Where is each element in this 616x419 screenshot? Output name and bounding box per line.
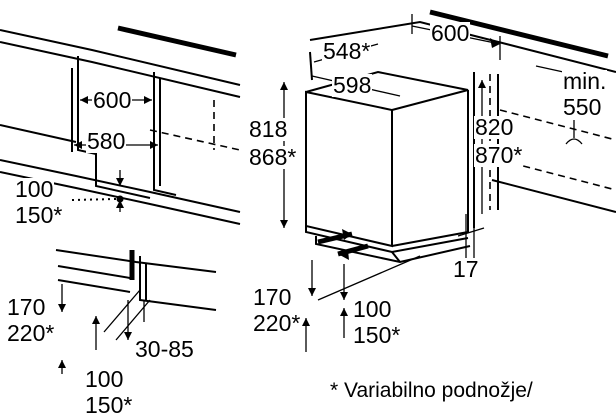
plinth-profile [139, 256, 217, 311]
arrowhead [342, 229, 352, 240]
label-plinth-height: 100 [14, 176, 55, 202]
label-min-value: 550 [562, 94, 603, 120]
niche-right-wall [153, 72, 177, 196]
arrowhead [478, 80, 486, 88]
cabinet-line [0, 124, 77, 143]
footnote-text: * Variabilno podnožje/ [330, 379, 533, 402]
leader-line [317, 255, 421, 301]
arrowhead [124, 332, 132, 340]
leader-line [103, 289, 141, 333]
worktop-edge [117, 25, 237, 58]
arrowhead [58, 304, 66, 312]
reference-point [116, 195, 124, 203]
label-min: min. [562, 68, 608, 94]
arrowhead [302, 318, 310, 326]
niche-hidden-line [499, 109, 616, 141]
countertop-line-lower [0, 41, 241, 98]
label-vent-height-alt: 220* [6, 320, 56, 346]
label-appliance-height-alt: 868* [248, 144, 298, 170]
arrowhead [280, 220, 288, 228]
appliance-top [305, 70, 469, 111]
plinth-line [0, 159, 241, 213]
label-niche-width: 600 [92, 87, 133, 113]
arrowhead [80, 96, 88, 104]
countertop-line [0, 29, 241, 86]
label-vent-height-center: 170 [252, 284, 293, 310]
arrowhead [74, 141, 82, 149]
worktop-front [309, 51, 313, 81]
label-top-width: 600 [430, 20, 471, 46]
section-line [57, 265, 131, 279]
label-niche-height-alt: 870* [474, 142, 524, 168]
floor-line [57, 279, 131, 293]
label-bottom-plinth-height-alt: 150* [84, 392, 134, 418]
hidden-line [149, 129, 241, 151]
label-top-depth: 548* [322, 38, 372, 64]
arrowhead [490, 38, 500, 48]
worktop-top-edge [429, 9, 609, 59]
label-bottom-plinth-height: 100 [84, 366, 125, 392]
leader-line [115, 299, 151, 341]
arrowhead [280, 82, 288, 90]
appliance-side [391, 90, 469, 247]
arrowhead [144, 96, 152, 104]
dimension-line-17-cross [457, 227, 485, 237]
arrowhead [92, 316, 100, 324]
plinth-section-drawing [55, 249, 217, 374]
label-vent-height: 170 [6, 294, 47, 320]
label-side-gap: 17 [452, 256, 480, 282]
worktop-outline [309, 20, 616, 73]
label-inner-width: 580 [86, 128, 127, 154]
label-appliance-width: 598 [332, 72, 373, 98]
min-marker-arc [565, 138, 583, 145]
arrowhead [308, 288, 316, 296]
arrowhead [340, 292, 348, 300]
arrowhead [116, 178, 124, 186]
dotted-leader [71, 198, 117, 201]
niche-hidden-line [499, 159, 616, 191]
arrowhead [150, 141, 158, 149]
label-niche-height: 820 [474, 114, 515, 140]
section-line [55, 249, 217, 273]
label-plinth-height-center: 100 [352, 296, 393, 322]
label-plinth-height-alt: 150* [14, 202, 64, 228]
niche-floor [95, 150, 151, 199]
label-vent-height-center-alt: 220* [252, 310, 302, 336]
label-plinth-depth-range: 30-85 [134, 336, 195, 362]
arrowhead [338, 250, 349, 260]
plinth-corner [391, 251, 401, 263]
label-appliance-height: 818 [248, 116, 289, 142]
label-plinth-height-center-alt: 150* [352, 322, 402, 348]
appliance-plinth [305, 226, 469, 254]
arrowhead [340, 308, 348, 316]
floor-line [315, 236, 471, 264]
arrowhead [58, 360, 66, 368]
arrowhead [116, 200, 124, 208]
niche-floor-line [491, 179, 616, 213]
appliance-front [305, 90, 393, 248]
